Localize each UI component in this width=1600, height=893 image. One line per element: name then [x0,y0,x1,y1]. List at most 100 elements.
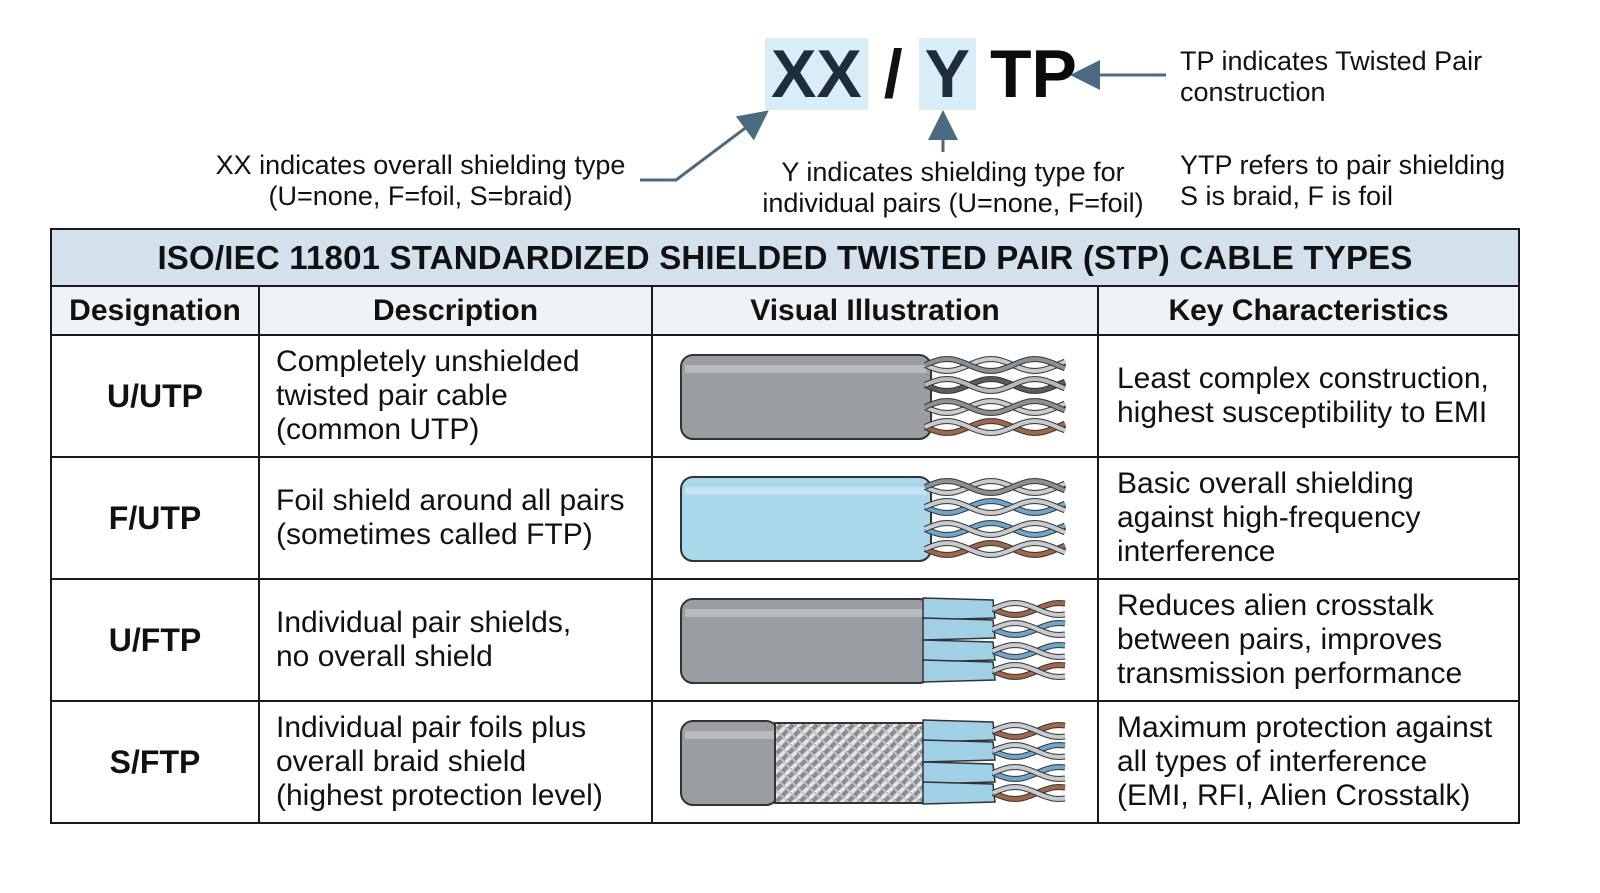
designation-cell: U/UTP [50,334,260,458]
description-cell: Individual pair shields,no overall shiel… [258,578,653,702]
wire [992,743,1066,759]
pair-foil [922,719,996,743]
code-tp: TP [989,36,1077,112]
column-header-characteristics: Key Characteristics [1096,285,1521,336]
wire [924,399,1066,415]
code-pair: Y [918,38,976,110]
column-header-description: Description [258,285,653,336]
wire [924,419,1066,435]
text-line: (sometimes called FTP) [276,518,593,551]
table-row: U/FTP Individual pair shields,no overall… [50,578,1521,702]
pair-foil [922,659,996,683]
annotation-line: Y indicates shielding type for [781,157,1125,187]
wire [924,499,1066,515]
cable-illustration [651,334,1099,458]
wire [924,541,1066,557]
wire [992,723,1066,739]
cable-illustration [651,700,1099,824]
wire [992,601,1066,617]
characteristics-cell: Least complex construction,highest susce… [1096,334,1521,458]
code-slash: / [883,36,903,112]
column-header-designation: Designation [50,285,260,336]
wire [924,479,1066,495]
cable-illustration [651,456,1099,580]
text-line: Foil shield around all pairs [276,484,625,517]
pair-foil [922,597,996,621]
designation-cell: U/FTP [50,578,260,702]
text-line: Reduces alien crosstalk [1117,589,1434,622]
text-line: twisted pair cable [276,379,508,412]
annotation-line: XX indicates overall shielding type [215,150,626,180]
designation-cell: F/UTP [50,456,260,580]
description-cell: Foil shield around all pairs(sometimes c… [258,456,653,580]
wire [992,621,1066,637]
wire [992,743,1066,759]
annotation-line: YTP refers to pair shielding [1180,150,1506,180]
text-line: no overall shield [276,640,493,673]
wire [992,785,1066,801]
text-line: Individual pair shields, [276,606,572,639]
tp-annotation: TP indicates Twisted Pair construction [1180,46,1482,108]
annotation-line: S is braid, F is foil [1180,181,1394,211]
ytp-annotation: YTP refers to pair shielding S is braid,… [1180,150,1505,212]
text-line: Least complex construction, [1117,362,1489,395]
annotation-line: construction [1180,77,1326,107]
text-line: (highest protection level) [276,779,603,812]
text-line: (common UTP) [276,413,480,446]
cable-illustration [651,578,1099,702]
annotation-line: TP indicates Twisted Pair [1180,46,1483,76]
text-line: Individual pair foils plus [276,711,587,744]
cable-jacket [680,354,932,440]
cable-jacket [680,476,932,562]
wire [924,357,1066,373]
designation-cell: S/FTP [50,700,260,824]
annotation-arrows [640,60,1166,182]
wire [924,521,1066,537]
table-title: ISO/IEC 11801 STANDARDIZED SHIELDED TWIS… [49,228,1521,287]
text-line: all types of interference [1117,745,1428,778]
text-line: against high-frequency [1117,501,1421,534]
text-line: highest susceptibility to EMI [1117,396,1488,429]
text-line: Completely unshielded [276,345,580,378]
pair-foil [922,739,996,763]
wire [924,499,1066,515]
wire [992,765,1066,781]
pair-foil [922,761,996,785]
designation-code: XX / Y TP [765,36,1077,112]
wire [992,601,1066,617]
text-line: between pairs, improves [1117,623,1443,656]
wire [924,377,1066,393]
text-line: Basic overall shielding [1117,467,1414,500]
text-line: Maximum protection against [1117,711,1493,744]
wire [992,785,1066,801]
y-annotation: Y indicates shielding type for individua… [760,157,1146,219]
text-line: transmission performance [1117,657,1463,690]
column-header-visual: Visual Illustration [651,285,1099,336]
wire [992,643,1066,659]
text-line: overall braid shield [276,745,527,778]
wire [924,399,1066,415]
pair-foil [922,617,996,641]
wire [992,643,1066,659]
annotation-line: individual pairs (U=none, F=foil) [762,188,1144,218]
wire [924,357,1066,373]
wire [924,479,1066,495]
table-row: F/UTP Foil shield around all pairs(somet… [50,456,1521,580]
wire [992,621,1066,637]
xx-arrow [640,110,769,182]
wire [924,377,1066,393]
wire [992,723,1066,739]
wire [992,663,1066,679]
cable-types-table: ISO/IEC 11801 STANDARDIZED SHIELDED TWIS… [49,228,1521,824]
pair-foil [922,781,996,805]
code-overall: XX [765,38,868,110]
xx-annotation: XX indicates overall shielding type (U=n… [213,150,628,212]
wire [924,541,1066,557]
